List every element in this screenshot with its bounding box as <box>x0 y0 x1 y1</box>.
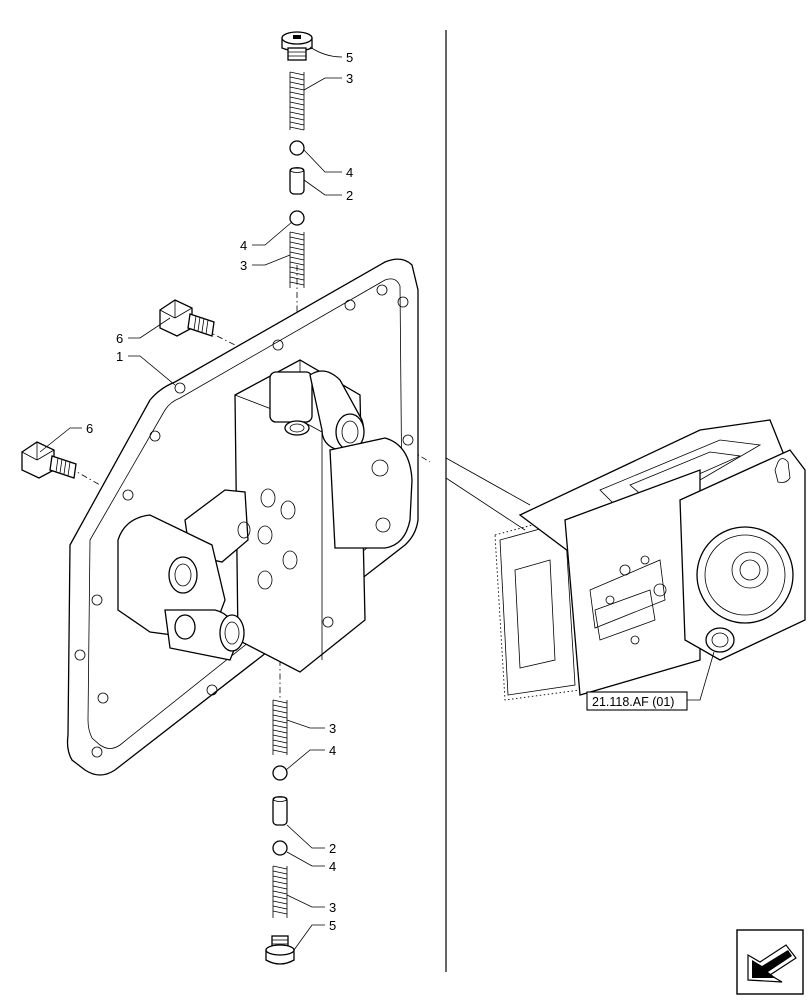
callout-4-c: 4 <box>329 743 336 758</box>
callout-6-b: 6 <box>86 421 93 436</box>
bolt-part-6-b <box>21 441 77 479</box>
spring-part-3-top <box>289 71 305 131</box>
callout-4-b: 4 <box>240 238 247 253</box>
callout-5-bottom: 5 <box>329 918 336 933</box>
callout-4-a: 4 <box>346 165 353 180</box>
leader-lines <box>39 46 343 951</box>
spring-part-3-c <box>272 699 288 755</box>
reference-link-label[interactable]: 21.118.AF (01) <box>592 695 674 709</box>
arrow-icon[interactable] <box>736 929 804 995</box>
cover-plate-part-1 <box>66 258 419 776</box>
bolt-part-6-a <box>159 299 215 337</box>
callout-labels: 5 3 4 2 4 3 6 1 6 3 4 2 4 3 5 <box>86 50 353 933</box>
callout-6-a: 6 <box>116 331 123 346</box>
ball-part-4-d <box>272 840 288 856</box>
callout-3-d: 3 <box>329 900 336 915</box>
callout-3-b: 3 <box>240 258 247 273</box>
callout-3-c: 3 <box>329 721 336 736</box>
spring-part-3-b <box>289 231 305 288</box>
ball-part-4-b <box>289 210 305 226</box>
callout-5-top: 5 <box>346 50 353 65</box>
ball-part-4-c <box>272 765 288 781</box>
spring-part-3-d <box>272 865 288 918</box>
ball-part-4-a <box>289 140 305 156</box>
pin-part-2-a <box>289 167 305 195</box>
plug-part-5-bottom <box>265 935 295 965</box>
callout-2-b: 2 <box>329 841 336 856</box>
callout-2-a: 2 <box>346 188 353 203</box>
transmission-housing-view <box>445 419 806 701</box>
reference-link[interactable]: 21.118.AF (01) <box>586 691 688 711</box>
callout-1: 1 <box>116 349 123 364</box>
callout-4-d: 4 <box>329 859 336 874</box>
plug-part-5-top <box>281 31 313 61</box>
callout-3-top: 3 <box>346 71 353 86</box>
pin-part-2-b <box>272 796 288 826</box>
